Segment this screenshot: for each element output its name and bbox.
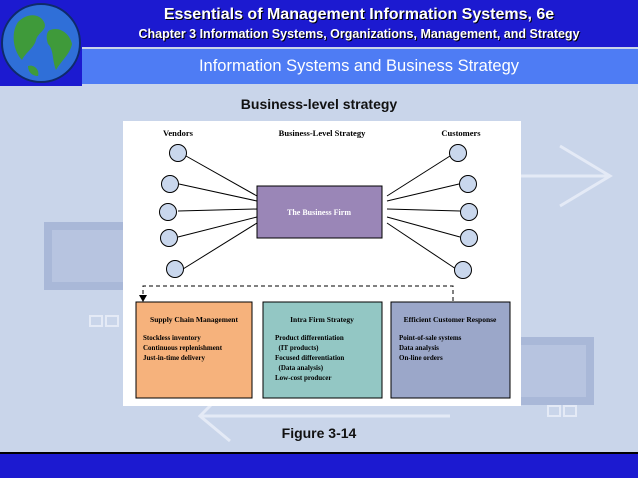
- vendor-connector: [178, 183, 258, 202]
- customer-response-line: Point-of-sale systems: [399, 334, 462, 342]
- intra-firm-line: Product differentiation: [275, 334, 344, 342]
- supply-chain-box: [135, 301, 253, 399]
- slide-heading: Information Systems and Business Strateg…: [198, 57, 520, 75]
- customer-connector: [386, 208, 461, 212]
- vendor-node: [169, 144, 187, 162]
- intra-firm-box: [262, 301, 383, 399]
- customer-connector: [386, 183, 460, 202]
- vendor-connector: [182, 222, 258, 270]
- header-bar: [0, 0, 638, 47]
- strategy-label: Business-Level Strategy: [279, 128, 366, 138]
- slide-subtitle: Business-level strategy: [240, 96, 398, 112]
- footer-bar: [0, 452, 638, 478]
- vendor-connector: [177, 208, 258, 212]
- vendor-node: [159, 203, 177, 221]
- dashed-connector: [142, 285, 454, 301]
- supply-chain-line: Stockless inventory: [143, 334, 201, 342]
- customer-connector: [386, 222, 457, 270]
- business-firm-label: The Business Firm: [287, 208, 351, 217]
- customer-node: [460, 229, 478, 247]
- intra-firm-title: Intra Firm Strategy: [290, 315, 354, 324]
- intra-firm-line: (Data analysis): [275, 364, 324, 372]
- customer-response-box: [390, 301, 511, 399]
- vendor-connector: [185, 155, 258, 197]
- intra-firm-line: Low-cost producer: [275, 374, 331, 382]
- vendor-node: [166, 260, 184, 278]
- customer-node: [454, 261, 472, 279]
- vendor-node: [161, 175, 179, 193]
- book-title: Essentials of Management Information Sys…: [163, 6, 555, 23]
- customer-node: [460, 203, 478, 221]
- business-firm-box: [256, 185, 383, 239]
- supply-chain-title: Supply Chain Management: [150, 315, 238, 324]
- arrow-head: [139, 295, 147, 302]
- customer-response-title: Efficient Customer Response: [404, 315, 497, 324]
- customer-connector: [386, 216, 461, 238]
- vendor-node: [160, 229, 178, 247]
- figure-caption: Figure 3-14: [281, 425, 357, 441]
- globe-icon: [0, 0, 82, 86]
- customer-node: [459, 175, 477, 193]
- business-strategy-diagram: Vendors Business-Level Strategy Customer…: [135, 128, 511, 399]
- vendors-label: Vendors: [163, 128, 194, 138]
- customer-connector: [386, 155, 451, 197]
- chapter-title: Chapter 3 Information Systems, Organizat…: [138, 27, 580, 41]
- supply-chain-line: Just-in-time delivery: [143, 354, 206, 362]
- customers-label: Customers: [441, 128, 481, 138]
- supply-chain-line: Continuous replenishment: [143, 344, 223, 352]
- figure-panel: Vendors Business-Level Strategy Customer…: [123, 121, 521, 406]
- heading-band: [80, 49, 638, 84]
- customer-node: [449, 144, 467, 162]
- customer-response-line: Data analysis: [399, 344, 439, 352]
- vendor-connector: [177, 216, 258, 238]
- intra-firm-line: Focused differentiation: [275, 354, 344, 362]
- intra-firm-line: (IT products): [275, 344, 319, 352]
- customer-response-line: On-line orders: [399, 354, 443, 362]
